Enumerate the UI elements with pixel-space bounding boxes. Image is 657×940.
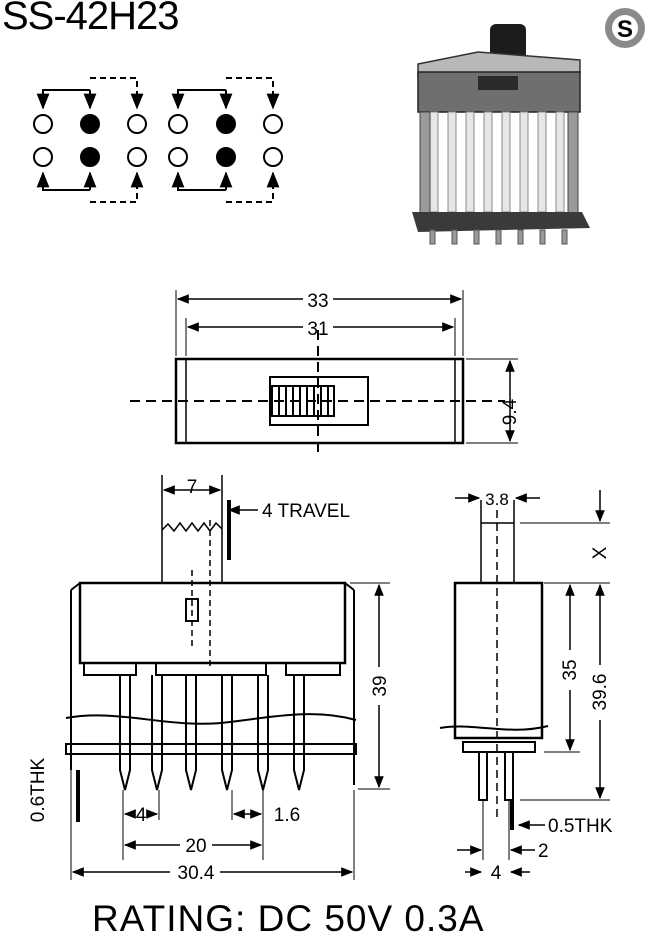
front-view <box>65 475 390 880</box>
dim-side-2: 2 <box>538 841 549 862</box>
switch-product-image <box>412 24 590 245</box>
top-view <box>130 290 518 455</box>
dim-side-x: X <box>590 546 611 559</box>
dim-side-thk: 0.5THK <box>548 816 613 837</box>
dim-pin-pitch-small: 1.6 <box>274 805 300 826</box>
dim-side-4: 4 <box>491 863 502 884</box>
dim-span-20: 20 <box>185 836 206 857</box>
dim-thickness-left: 0.6THK <box>28 757 49 822</box>
dim-top-inner: 31 <box>307 319 328 340</box>
model-title: SS-42H23 <box>2 0 180 38</box>
dim-top-overall: 33 <box>307 291 328 312</box>
dim-height-39: 39 <box>370 675 391 696</box>
dim-side-35: 35 <box>560 659 581 680</box>
dim-top-height: 9.4 <box>500 398 521 425</box>
rating-label: RATING: DC 50V 0.3A <box>92 898 485 939</box>
switch-schematic-right <box>168 77 283 203</box>
brand-logo: S <box>605 8 645 48</box>
dim-side-39-6: 39.6 <box>590 674 611 711</box>
dim-travel: 4 TRAVEL <box>262 501 350 522</box>
dim-pin-pitch: 4 <box>136 805 147 826</box>
side-view <box>439 490 610 877</box>
dim-side-knob: 3.8 <box>485 490 509 509</box>
switch-schematic-left <box>33 77 147 203</box>
dim-overall-30-4: 30.4 <box>178 863 215 884</box>
dim-knob-width: 7 <box>187 477 198 498</box>
svg-text:S: S <box>617 16 633 43</box>
